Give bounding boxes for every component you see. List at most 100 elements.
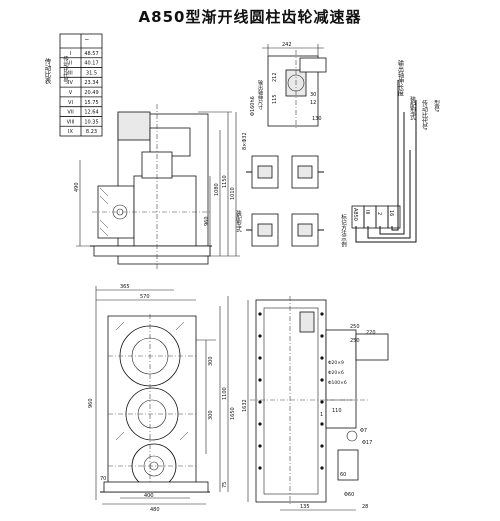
dim-400: 400 — [144, 493, 154, 499]
dim-1080: 1080 — [214, 183, 220, 196]
bolt-hole — [258, 356, 262, 360]
dim-365: 365 — [120, 284, 130, 290]
designation-part-ratio: III — [364, 210, 370, 214]
ratio-code-cell: IX — [68, 129, 73, 135]
dim-300-a: 300 — [208, 356, 214, 366]
designation-part-length: 16 — [388, 210, 394, 216]
ratio-code-cell: III — [68, 70, 72, 76]
dim-28: 28 — [362, 504, 368, 510]
drawing-title: A850型渐开线圆柱齿轮减速器 — [138, 8, 362, 26]
dim-1010: 1010 — [230, 187, 236, 200]
bolt-hole — [258, 444, 262, 448]
bolt-hole — [258, 466, 262, 470]
designation-label-length: 输出轴伸长度 — [397, 59, 404, 97]
ratio-value-cell: 40.17 — [84, 61, 98, 67]
dim-490: 490 — [74, 182, 80, 192]
dim-250-a: 250 — [350, 324, 360, 330]
bolt-hole — [320, 378, 324, 382]
ratio-code-cell: II — [69, 61, 72, 67]
dim-960: 960 — [204, 216, 210, 226]
bolt-hole — [258, 422, 262, 426]
ratio-value-cell: 8.23 — [86, 129, 97, 135]
dim-242: 242 — [282, 42, 292, 48]
ratio-table-i-header: i — [83, 39, 89, 41]
small-top-view: 242 212 115 Φ160h6 8×Φ32 30 12 130 输出轴伸尺… — [242, 42, 327, 150]
dim-110: 110 — [332, 408, 342, 414]
assembly-types: 装配型式 — [235, 155, 324, 247]
dim-220: 220 — [366, 330, 376, 336]
dim-70: 70 — [100, 476, 106, 482]
dim-phi160: Φ160h6 — [250, 96, 256, 116]
dim-130: 130 — [312, 116, 322, 122]
dim-1100: 1100 — [222, 387, 228, 400]
shaft-size-label: 输出轴伸尺寸 — [257, 79, 263, 110]
assembly-type-1 — [246, 155, 279, 189]
assembly-label: 装配型式 — [235, 209, 242, 233]
top-front-view: 490 960 1080 1150 1010 — [74, 104, 240, 270]
dim-115: 115 — [272, 94, 278, 104]
bolt-hole — [258, 378, 262, 382]
dim-phi7: Φ7 — [360, 428, 367, 434]
ratio-value-cell: 20.49 — [84, 90, 98, 96]
assembly-type-4 — [291, 213, 324, 247]
bolt-hole — [320, 312, 324, 316]
dim-phi100x6: Φ100×6 — [328, 380, 347, 386]
designation-part-model: A850 — [352, 208, 358, 221]
dim-250-b: 250 — [350, 338, 360, 344]
dim-phi20x9: Φ20×9 — [328, 360, 344, 366]
ratio-code-cell: VII — [67, 110, 73, 116]
bolt-hole — [320, 400, 324, 404]
bolt-hole — [258, 334, 262, 338]
designation-label-ratio: 传动比代号 — [421, 99, 428, 131]
dim-960-b: 960 — [88, 398, 94, 408]
dim-phi17: Φ17 — [362, 440, 372, 446]
assembly-type-2 — [291, 155, 324, 189]
bolt-hole — [320, 444, 324, 448]
dim-12: 12 — [310, 100, 316, 106]
designation-label-assembly: 装配型式 — [409, 95, 416, 120]
ratio-code-cell: VI — [68, 100, 73, 106]
dim-1: 1 — [320, 412, 323, 418]
ratio-code-cell: V — [69, 90, 73, 96]
ratio-table-side-label: 传动比表 — [43, 57, 51, 86]
bolt-hole — [320, 334, 324, 338]
designation-example: 标记方法示例 A850 III 2 16 输出轴伸长度 装配型式 传动比代号 型… — [340, 59, 440, 248]
designation-label-model: 型号 — [433, 99, 440, 113]
ratio-value-cell: 31.5 — [86, 70, 97, 76]
dim-480: 480 — [150, 507, 160, 513]
ratio-value-cell: 15.75 — [84, 100, 98, 106]
dim-135: 135 — [300, 504, 310, 510]
ratio-value-cell: 12.64 — [84, 110, 98, 116]
ratio-value-cell: 23.34 — [84, 80, 98, 86]
dim-1150: 1150 — [222, 175, 228, 188]
dim-212: 212 — [272, 72, 278, 82]
designation-header: 标记方法示例 — [340, 213, 347, 249]
dim-phi60: Φ60 — [344, 492, 354, 498]
bolt-hole — [320, 356, 324, 360]
bolt-hole — [258, 400, 262, 404]
ratio-value-cell: 10.35 — [84, 119, 98, 125]
bolt-hole — [320, 422, 324, 426]
assembly-type-3 — [246, 213, 279, 247]
dim-8x32: 8×Φ32 — [242, 132, 248, 150]
dim-570: 570 — [140, 294, 150, 300]
dim-1632: 1632 — [242, 399, 248, 412]
bolt-hole — [320, 466, 324, 470]
dim-60: 60 — [340, 472, 346, 478]
dim-1650: 1650 — [230, 407, 236, 420]
ratio-code-cell: VIII — [67, 119, 75, 125]
dim-75: 75 — [222, 482, 228, 488]
ratio-value-cell: 48.57 — [84, 51, 98, 57]
bottom-side-view: 220 250 250 110 Φ20×9 Φ20×6 Φ7 Φ100×6 Φ1… — [242, 296, 389, 511]
dim-300-b: 300 — [208, 410, 214, 420]
ratio-table-code-header: 传动比代号 — [62, 55, 69, 85]
dim-30: 30 — [310, 92, 316, 98]
dim-phi20x6: Φ20×6 — [328, 370, 344, 376]
bottom-front-view: 365 570 300 300 1100 960 1650 75 70 400 … — [88, 284, 236, 513]
bolt-hole — [258, 312, 262, 316]
ratio-code-cell: I — [70, 51, 71, 57]
ratio-code-cell: IV — [68, 80, 73, 86]
designation-part-assembly: 2 — [376, 212, 382, 215]
